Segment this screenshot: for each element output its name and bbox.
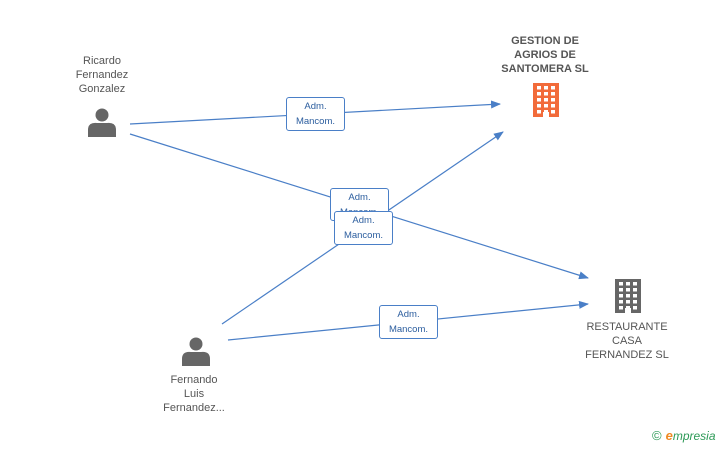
building-icon[interactable] <box>615 279 641 313</box>
person-name[interactable]: Ricardo Fernandez Gonzalez <box>75 55 129 95</box>
relation-label[interactable]: Adm. Mancom. <box>334 211 393 245</box>
company-name[interactable]: GESTION DE AGRIOS DE SANTOMERA SL <box>501 35 589 75</box>
empresia-logo: ©empresia <box>652 428 716 443</box>
person-icon[interactable] <box>182 337 210 367</box>
brand-e: e <box>665 428 673 443</box>
copyright-symbol: © <box>652 428 662 443</box>
person-name[interactable]: Fernando Luis Fernandez... <box>163 374 225 414</box>
relation-label[interactable]: Adm. Mancom. <box>379 305 438 339</box>
relation-label[interactable]: Adm. Mancom. <box>286 97 345 131</box>
person-icon[interactable] <box>88 108 116 138</box>
company-name[interactable]: RESTAURANTE CASA FERNANDEZ SL <box>585 321 669 361</box>
brand-text: mpresia <box>672 429 716 443</box>
building-icon[interactable] <box>533 83 559 117</box>
